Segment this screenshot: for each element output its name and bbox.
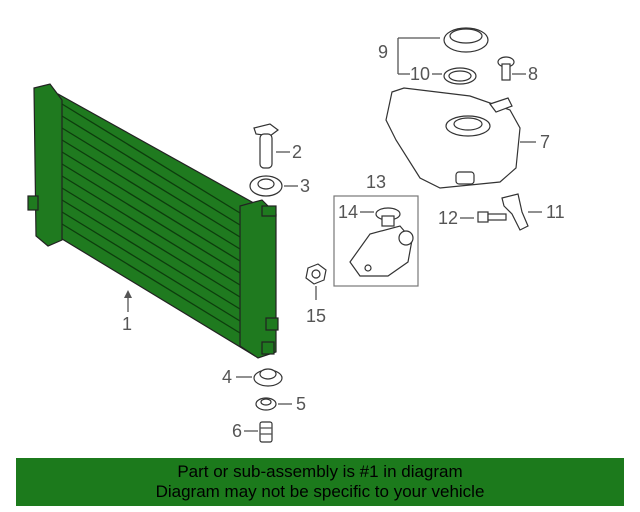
banner-line-1: Part or sub-assembly is #1 in diagram: [177, 462, 463, 481]
callout-9-10: 9 10: [378, 37, 442, 84]
lower-mount[interactable]: [253, 368, 283, 387]
callout-8: 8: [512, 64, 538, 84]
callout-10-label: 10: [410, 64, 430, 84]
banner-line-2: Diagram may not be specific to your vehi…: [155, 482, 485, 501]
callout-14-label: 14: [338, 202, 358, 222]
coolant-reservoir[interactable]: [385, 87, 521, 189]
lower-bolt[interactable]: [259, 421, 273, 443]
bracket-nut[interactable]: [305, 263, 327, 285]
cap-seal[interactable]: [443, 67, 477, 85]
reservoir-bracket[interactable]: [349, 225, 414, 277]
mount-pin[interactable]: [253, 123, 279, 169]
callout-13-label: 13: [366, 172, 386, 192]
bracket-grommet[interactable]: [375, 207, 401, 227]
callout-2-label: 2: [292, 142, 302, 162]
callout-5: 5: [278, 394, 306, 414]
callout-3-label: 3: [300, 176, 310, 196]
callout-13: 13: [366, 172, 386, 192]
parts-diagram: 1 2 3 4 5 6: [27, 27, 565, 443]
callout-6: 6: [232, 421, 258, 441]
callout-11-label: 11: [546, 202, 565, 222]
callout-12: 12: [438, 208, 474, 228]
reservoir-cap[interactable]: [443, 27, 489, 53]
callout-15-label: 15: [306, 306, 326, 326]
callout-7-label: 7: [540, 132, 550, 152]
callout-5-label: 5: [296, 394, 306, 414]
bracket-assembly-box: [333, 195, 419, 287]
callout-3: 3: [284, 176, 310, 196]
callout-14: 14: [338, 202, 374, 222]
callout-4: 4: [222, 367, 252, 387]
radiator[interactable]: [27, 83, 279, 359]
callout-1: 1: [122, 290, 132, 334]
callout-11: 11: [528, 202, 565, 222]
upper-bushing[interactable]: [249, 175, 283, 197]
lower-washer[interactable]: [255, 397, 277, 411]
reservoir-screw[interactable]: [497, 56, 515, 81]
callout-8-label: 8: [528, 64, 538, 84]
callout-2: 2: [276, 142, 302, 162]
callout-12-label: 12: [438, 208, 458, 228]
callout-6-label: 6: [232, 421, 242, 441]
clip-bolt[interactable]: [477, 211, 507, 223]
callout-1-label: 1: [122, 314, 132, 334]
callout-7: 7: [520, 132, 550, 152]
callout-15: 15: [306, 286, 326, 326]
callout-9-label: 9: [378, 42, 388, 62]
callout-4-label: 4: [222, 367, 232, 387]
info-banner: Part or sub-assembly is #1 in diagram Di…: [16, 458, 624, 506]
reservoir-clip[interactable]: [501, 193, 529, 231]
